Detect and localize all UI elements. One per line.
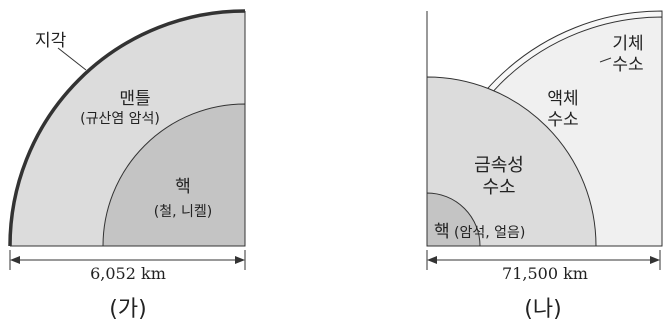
core-sub-label-a: (철, 니켈) — [154, 204, 212, 220]
core-label-a: 핵 — [175, 177, 191, 197]
crust-label: 지각 — [35, 31, 67, 51]
dim-arrow-left-a — [10, 256, 20, 264]
liquid-label-2: 수소 — [547, 110, 578, 130]
radius-label-b: 71,500 km — [502, 264, 588, 283]
dim-arrow-left-b — [427, 256, 437, 264]
core-sub-label-b: (암석, 얼음) — [454, 225, 525, 241]
gas-leader-line — [599, 57, 612, 63]
core-label-b: 핵 — [434, 222, 450, 242]
liquid-label-1: 액체 — [547, 89, 578, 109]
mantle-sub-label: (규산염 암석) — [80, 111, 160, 127]
core-region-a — [102, 103, 246, 247]
panel-a: 지각 맨틀 (규산염 암석) 핵 (철, 니켈) 6,052 km (가) — [8, 9, 246, 322]
metallic-label-1: 금속성 — [474, 155, 524, 176]
crust-leader-line — [57, 47, 87, 71]
radius-label-a: 6,052 km — [90, 264, 166, 283]
dim-arrow-right-a — [235, 256, 245, 264]
metallic-hydrogen-region — [426, 76, 597, 247]
metallic-label-2: 수소 — [482, 177, 515, 198]
caption-b: (나) — [524, 297, 561, 322]
caption-a: (가) — [109, 297, 146, 322]
crust-arc — [8, 9, 246, 247]
dim-arrow-right-b — [650, 256, 660, 264]
gas-label-1: 기체 — [612, 34, 643, 54]
mantle-label: 맨틀 — [119, 89, 150, 109]
gas-label-2: 수소 — [612, 55, 643, 75]
panel-b: 기체 수소 액체 수소 금속성 수소 핵 (암석, 얼음) 71,500 km … — [426, 10, 663, 322]
